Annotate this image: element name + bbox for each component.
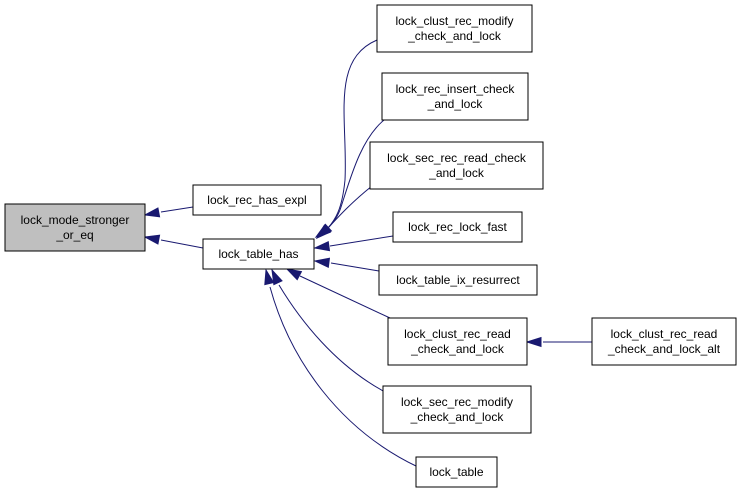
node-box xyxy=(202,238,315,270)
node-label-line: _check_and_lock_alt xyxy=(607,342,721,356)
node-label-line: _check_and_lock xyxy=(410,342,505,356)
node-lock-mode-stronger-or-eq[interactable]: lock_mode_stronger_or_eq xyxy=(4,203,146,252)
edge-line xyxy=(299,275,391,319)
edge-arrowhead xyxy=(143,207,161,218)
node-label-line: lock_table_has xyxy=(218,247,298,261)
node-label-line: lock_rec_has_expl xyxy=(207,193,306,207)
node-label-line: lock_clust_rec_read xyxy=(611,327,718,341)
node-label-line: lock_rec_insert_check xyxy=(396,82,516,96)
node-label-line: lock_clust_rec_modify xyxy=(395,14,513,28)
node-box xyxy=(382,385,532,434)
edge-lock_clust_rec_read_check_and_lock_alt-to-lock_clust_rec_read_check_and_lock xyxy=(525,336,592,348)
node-label-line: lock_rec_lock_fast xyxy=(408,220,507,234)
node-box xyxy=(387,317,528,366)
edge-arrowhead xyxy=(143,234,161,245)
edge-line xyxy=(329,235,394,247)
node-label-line: lock_table_ix_resurrect xyxy=(396,273,520,287)
edge-line xyxy=(278,284,386,393)
node-box xyxy=(376,4,533,53)
edge-arrowhead xyxy=(264,268,275,286)
edge-line xyxy=(160,206,194,213)
node-label-line: lock_sec_rec_modify xyxy=(401,395,513,409)
edge-line xyxy=(327,39,378,229)
node-box xyxy=(392,211,523,243)
edge-arrowhead xyxy=(525,336,542,348)
nodes-layer: lock_mode_stronger_or_eq lock_rec_has_exp… xyxy=(4,4,737,488)
node-box xyxy=(378,264,538,296)
node-lock-clust-rec-modify-check-and-lock[interactable]: lock_clust_rec_modify_check_and_lock xyxy=(376,4,533,53)
edge-arrowhead xyxy=(315,224,332,240)
edge-lock_rec_has_expl-to-lock_mode_stronger_or_eq xyxy=(143,206,194,218)
edge-arrowhead xyxy=(271,268,283,286)
node-lock-table[interactable]: lock_table xyxy=(415,456,498,488)
edge-lock_table_ix_resurrect-to-lock_table_has xyxy=(313,257,380,272)
node-box xyxy=(591,317,737,366)
node-label-line: _and_lock xyxy=(428,166,485,180)
edge-lock_clust_rec_read_check_and_lock-to-lock_table_has xyxy=(285,268,391,319)
edge-lock_table_has-to-lock_mode_stronger_or_eq xyxy=(143,234,204,249)
edge-line xyxy=(160,239,204,249)
node-lock-table-has[interactable]: lock_table_has xyxy=(202,238,315,270)
node-label-line: _or_eq xyxy=(55,228,93,242)
edge-arrowhead xyxy=(285,268,303,281)
node-lock-clust-rec-read-check-and-lock-alt[interactable]: lock_clust_rec_read_check_and_lock_alt xyxy=(591,317,737,366)
node-lock-sec-rec-modify-check-and-lock[interactable]: lock_sec_rec_modify_check_and_lock xyxy=(382,385,532,434)
edge-arrowhead xyxy=(313,257,331,268)
edge-lock_sec_rec_modify_check_and_lock-to-lock_table_has xyxy=(271,268,386,393)
node-label-line: _check_and_lock xyxy=(407,29,502,43)
node-label-line: lock_table xyxy=(429,465,483,479)
edges-layer xyxy=(143,39,592,468)
node-label-line: lock_mode_stronger xyxy=(21,213,130,227)
edge-line xyxy=(327,185,373,229)
node-lock-clust-rec-read-check-and-lock[interactable]: lock_clust_rec_read_check_and_lock xyxy=(387,317,528,366)
node-lock-table-ix-resurrect[interactable]: lock_table_ix_resurrect xyxy=(378,264,538,296)
node-box xyxy=(415,456,498,488)
node-label-line: _check_and_lock xyxy=(410,410,505,424)
node-label-line: lock_sec_rec_read_check xyxy=(387,151,527,165)
node-box xyxy=(4,203,146,252)
node-label-line: _and_lock xyxy=(427,97,484,111)
node-box xyxy=(381,72,529,121)
edge-line xyxy=(330,262,380,272)
edge-lock_table-to-lock_table_has xyxy=(264,268,419,468)
node-lock-rec-has-expl[interactable]: lock_rec_has_expl xyxy=(192,184,322,216)
node-lock-sec-rec-read-check-and-lock[interactable]: lock_sec_rec_read_check_and_lock xyxy=(369,141,544,190)
node-lock-rec-insert-check-and-lock[interactable]: lock_rec_insert_check_and_lock xyxy=(381,72,529,121)
node-lock-rec-lock-fast[interactable]: lock_rec_lock_fast xyxy=(392,211,523,243)
edge-arrowhead xyxy=(313,240,331,252)
edge-lock_rec_lock_fast-to-lock_table_has xyxy=(313,235,394,252)
node-box xyxy=(192,184,322,216)
node-label-line: lock_clust_rec_read xyxy=(404,327,511,341)
node-box xyxy=(369,141,544,190)
edge-line xyxy=(269,286,419,468)
edge-lock_sec_rec_read_check_and_lock-to-lock_table_has xyxy=(315,185,373,240)
